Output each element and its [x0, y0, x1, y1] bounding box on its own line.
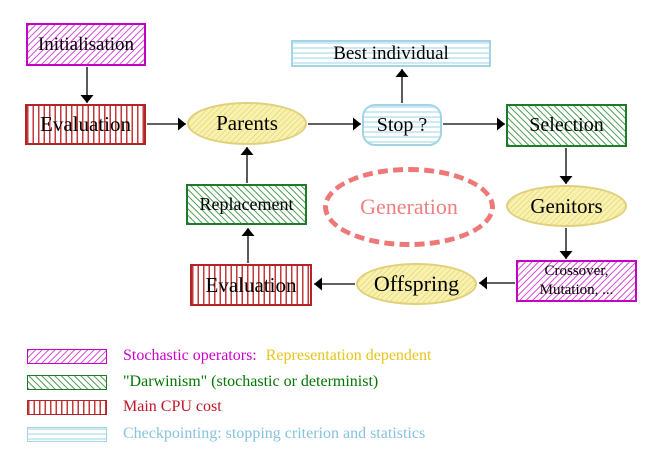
node-parents: Parents [187, 102, 307, 145]
legend-text-representation-dependent: Representation dependent [265, 347, 432, 364]
node-best-individual: Best individual [291, 40, 491, 67]
legend-text-checkpointing: Checkpointing: stopping criterion and st… [123, 425, 426, 442]
node-stop-condition: Stop ? [362, 104, 442, 146]
node-genitors: Genitors [506, 185, 627, 227]
legend-text-stochastic-operators: Stochastic operators: [123, 347, 257, 364]
node-initialisation: Initialisation [26, 23, 146, 66]
node-evaluation-top: Evaluation [25, 104, 146, 145]
legend-label-stochastic: Stochastic operators: Representation depe… [123, 347, 431, 365]
legend-text-darwinism: "Darwinism" (stochastic or determinist) [123, 373, 379, 390]
legend-swatch-cyan-stripes [27, 426, 107, 442]
legend-swatch-red-stripes [27, 399, 107, 415]
legend-row-darwinism: "Darwinism" (stochastic or determinist) [27, 373, 379, 390]
node-offspring: Offspring [356, 263, 477, 305]
node-selection: Selection [506, 104, 627, 147]
node-evaluation-bottom: Evaluation [190, 264, 312, 306]
crossover-line2: Mutation, ... [539, 282, 614, 298]
node-crossover-mutation: Crossover, Mutation, ... [516, 260, 637, 302]
legend-row-stochastic-operators: Stochastic operators: Representation depe… [27, 347, 431, 365]
legend-row-cpu-cost: Main CPU cost [27, 398, 222, 415]
legend-row-checkpointing: Checkpointing: stopping criterion and st… [27, 425, 426, 442]
legend-swatch-magenta-hatch [27, 348, 107, 364]
node-replacement: Replacement [186, 184, 307, 225]
legend-text-cpu-cost: Main CPU cost [123, 398, 222, 415]
generation-loop-ellipse: Generation [323, 167, 495, 247]
crossover-line1: Crossover, [544, 263, 609, 280]
legend-swatch-green-hatch [27, 374, 107, 390]
